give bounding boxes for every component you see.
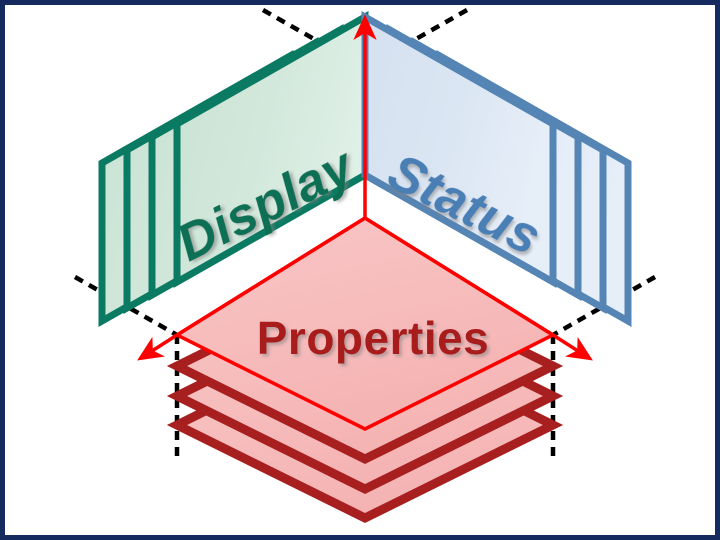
axis-group xyxy=(137,14,593,361)
properties-label: Properties xyxy=(257,312,490,364)
axis-right-edge xyxy=(364,216,554,337)
guide-bottom-right-line xyxy=(551,275,657,337)
axis-left-arrow xyxy=(137,333,178,361)
plane-stack-display xyxy=(98,10,369,328)
axis-left-edge xyxy=(176,216,366,337)
axis-right-arrow xyxy=(552,333,593,361)
plane-stack-properties xyxy=(166,215,564,524)
guide-bottom-left-line xyxy=(73,275,179,337)
layered-planes-svg: Display Status Properties xyxy=(73,8,657,524)
plane-stack-status xyxy=(361,10,632,328)
